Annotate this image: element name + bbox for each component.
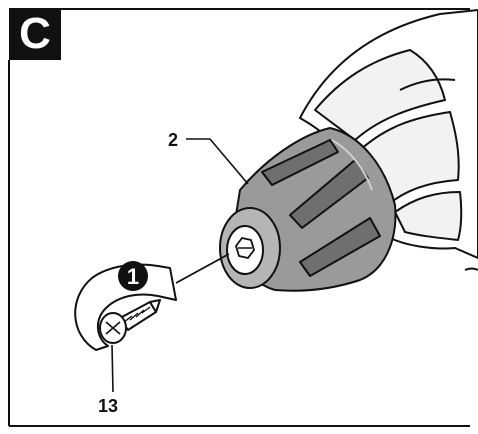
screw — [99, 299, 161, 344]
step-badge: 1 — [118, 261, 148, 291]
page-border — [8, 8, 470, 427]
leader-lines — [111, 138, 249, 393]
rotation-arrow — [74, 263, 177, 351]
callout-13-screw: 13 — [98, 396, 119, 416]
chuck — [219, 127, 397, 292]
insertion-guide — [175, 253, 230, 284]
callout-2-chuck: 2 — [168, 130, 179, 150]
step-badge-number: 1 — [127, 264, 139, 289]
step-letter-tag: C — [9, 8, 61, 60]
